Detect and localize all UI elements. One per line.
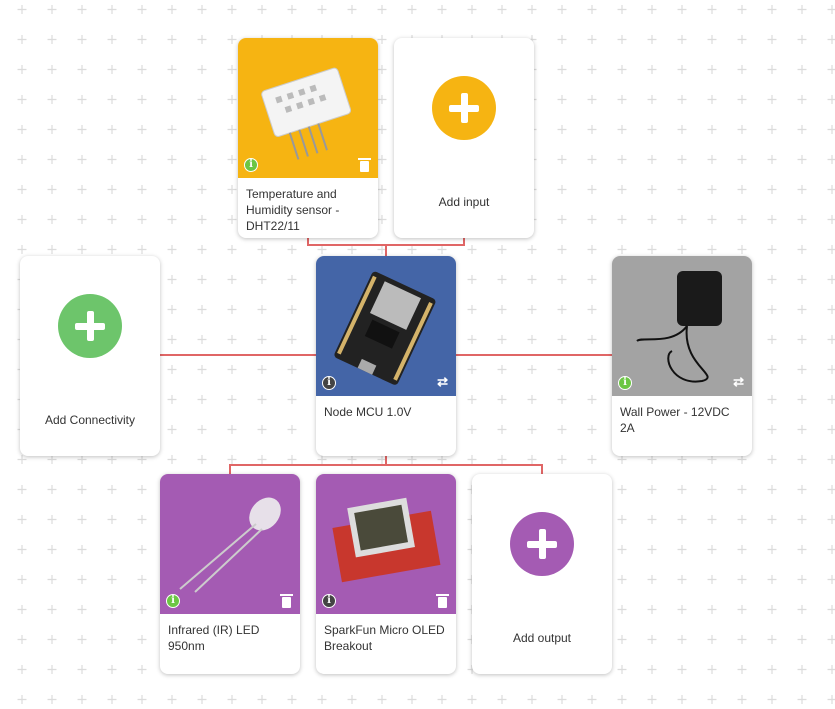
connector [307,238,309,246]
nodemcu-image: i ⇄ [316,256,456,396]
plus-icon [510,512,574,576]
nodemcu-illustration [334,271,436,385]
component-card-dht[interactable]: i Temperature and Humidity sensor - DHT2… [238,38,378,238]
component-card-nodemcu[interactable]: i ⇄ Node MCU 1.0V [316,256,456,456]
add-output-button[interactable]: Add output [472,474,612,674]
connector [229,464,543,466]
wall-power-illustration [636,271,722,383]
ir-led-image: i [160,474,300,614]
connector [229,464,231,474]
plus-icon [432,76,496,140]
component-card-oled[interactable]: i SparkFun Micro OLED Breakout [316,474,456,674]
swap-icon[interactable]: ⇄ [733,374,744,389]
connector [541,464,543,474]
info-icon[interactable]: i [322,594,336,608]
trash-icon[interactable] [436,594,449,608]
card-label: Add output [512,631,572,645]
card-label: Temperature and Humidity sensor - DHT22/… [246,187,340,233]
oled-illustration [332,497,441,583]
ir-led-illustration [179,497,281,593]
card-label: Node MCU 1.0V [324,405,412,419]
wall-power-image: i ⇄ [612,256,752,396]
info-icon[interactable]: i [244,158,258,172]
component-card-wall-power[interactable]: i ⇄ Wall Power - 12VDC 2A [612,256,752,456]
card-label: Add input [438,195,490,209]
card-label: SparkFun Micro OLED Breakout [324,623,445,653]
component-card-ir-led[interactable]: i Infrared (IR) LED 950nm [160,474,300,674]
add-input-button[interactable]: Add input [394,38,534,238]
connector [385,456,387,466]
connector [385,244,387,256]
info-icon[interactable]: i [322,376,336,390]
info-icon[interactable]: i [618,376,632,390]
connector [463,238,465,246]
plus-icon [58,294,122,358]
card-label: Wall Power - 12VDC 2A [620,405,730,435]
dht-sensor-illustration [261,67,352,160]
connector [456,354,612,356]
connector [160,354,316,356]
dht-sensor-image: i [238,38,378,178]
trash-icon[interactable] [280,594,293,608]
add-connectivity-button[interactable]: Add Connectivity [20,256,160,456]
oled-image: i [316,474,456,614]
card-label: Infrared (IR) LED 950nm [168,623,260,653]
trash-icon[interactable] [358,158,371,172]
card-label: Add Connectivity [44,413,136,427]
swap-icon[interactable]: ⇄ [437,374,448,389]
info-icon[interactable]: i [166,594,180,608]
